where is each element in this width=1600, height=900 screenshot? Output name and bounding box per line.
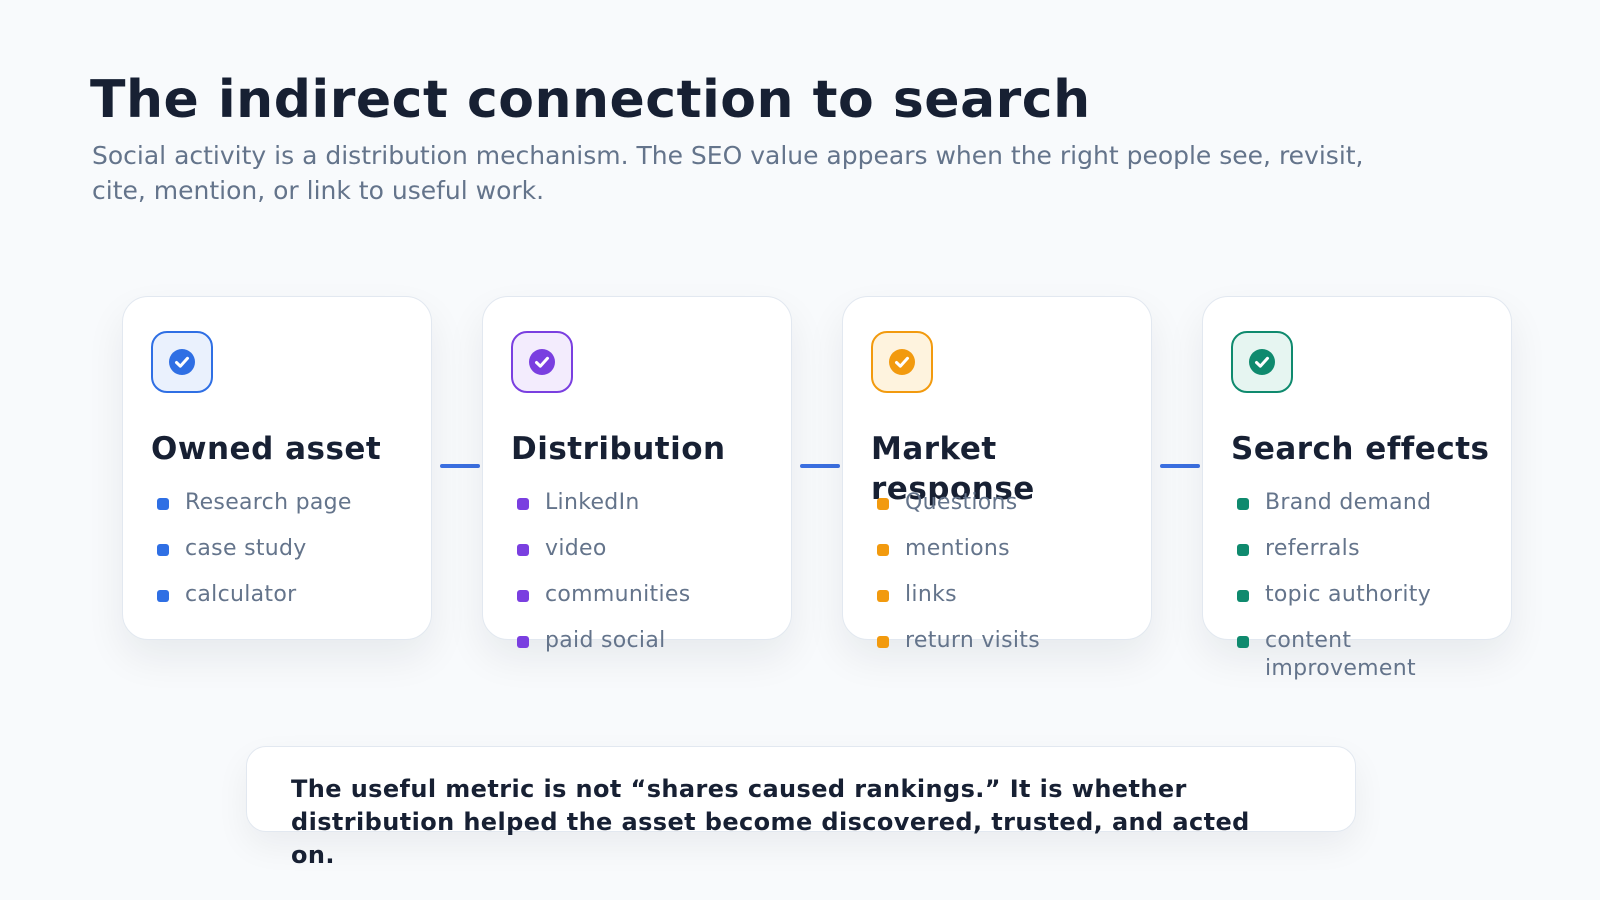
page-subtitle: Social activity is a distribution mechan… [92, 141, 1364, 205]
card-list: Brand demand referrals topic authority c… [1237, 489, 1499, 683]
bullet-icon [1237, 590, 1249, 602]
card-title: Owned asset [151, 431, 382, 467]
list-item: mentions [877, 535, 1139, 581]
bullet-icon [517, 498, 529, 510]
list-item: video [517, 535, 779, 581]
list-item: Brand demand [1237, 489, 1499, 535]
list-item: paid social [517, 627, 779, 673]
bullet-icon [1237, 498, 1249, 510]
list-item-label: video [545, 536, 607, 561]
bullet-icon [517, 544, 529, 556]
card-owned-asset: Owned asset Research page case study cal… [122, 296, 432, 640]
bullet-icon [877, 636, 889, 648]
bullet-icon [877, 498, 889, 510]
list-item: LinkedIn [517, 489, 779, 535]
list-item: communities [517, 581, 779, 627]
card-list: Research page case study calculator [157, 489, 419, 627]
connector-line [440, 464, 480, 468]
bullet-icon [157, 544, 169, 556]
bullet-icon [157, 590, 169, 602]
list-item-label: content improvement [1265, 628, 1416, 681]
connector-line [800, 464, 840, 468]
list-item-label: case study [185, 536, 307, 561]
list-item-label: communities [545, 582, 691, 607]
list-item-label: paid social [545, 628, 666, 653]
connector-line [1160, 464, 1200, 468]
list-item-label: calculator [185, 582, 297, 607]
list-item-label: topic authority [1265, 582, 1432, 607]
bullet-icon [157, 498, 169, 510]
list-item-label: Brand demand [1265, 490, 1432, 515]
check-circle-icon [1231, 331, 1293, 393]
list-item: topic authority [1237, 581, 1499, 627]
list-item: Research page [157, 489, 419, 535]
card-title: Search effects [1231, 431, 1490, 467]
list-item-label: links [905, 582, 957, 607]
list-item: case study [157, 535, 419, 581]
bullet-icon [1237, 544, 1249, 556]
card-search-effects: Search effects Brand demand referrals to… [1202, 296, 1512, 681]
check-circle-icon [511, 331, 573, 393]
card-list: Questions mentions links return visits [877, 489, 1139, 673]
card-market-response: Market response Questions mentions links… [842, 296, 1152, 653]
bullet-icon [517, 590, 529, 602]
page-title: The indirect connection to search [90, 70, 1091, 130]
list-item-label: referrals [1265, 536, 1360, 561]
list-item-label: LinkedIn [545, 490, 640, 515]
list-item-label: Questions [905, 490, 1018, 515]
check-circle-icon [151, 331, 213, 393]
card-title: Market response [871, 431, 1035, 507]
bullet-icon [1237, 636, 1249, 648]
callout-text: The useful metric is not “shares caused … [291, 775, 1250, 869]
card-title: Distribution [511, 431, 726, 467]
list-item: calculator [157, 581, 419, 627]
list-item-label: mentions [905, 536, 1010, 561]
list-item-label: Research page [185, 490, 352, 515]
bullet-icon [877, 544, 889, 556]
list-item: return visits [877, 627, 1139, 673]
card-list: LinkedIn video communities paid social [517, 489, 779, 673]
list-item: links [877, 581, 1139, 627]
list-item: Questions [877, 489, 1139, 535]
card-distribution: Distribution LinkedIn video communities … [482, 296, 792, 653]
check-circle-icon [871, 331, 933, 393]
bullet-icon [517, 636, 529, 648]
list-item-label: return visits [905, 628, 1040, 653]
callout-box: The useful metric is not “shares caused … [246, 746, 1356, 869]
list-item: referrals [1237, 535, 1499, 581]
list-item: content improvement [1237, 627, 1499, 683]
bullet-icon [877, 590, 889, 602]
